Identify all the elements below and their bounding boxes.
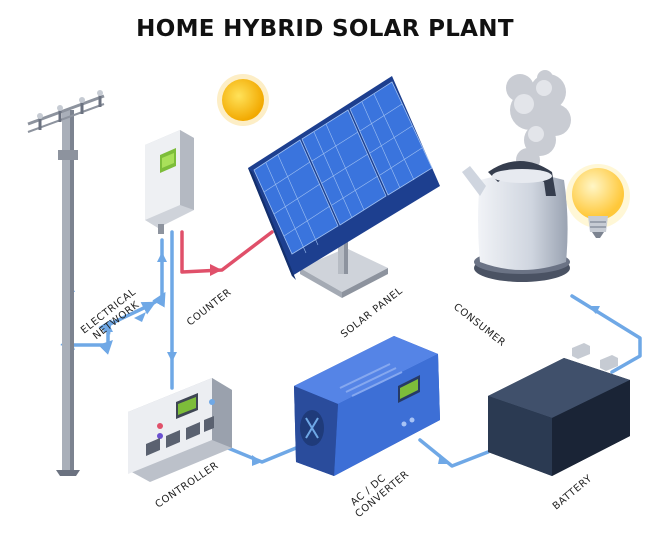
wire-panel-counter [180,230,274,274]
label-counter: COUNTER [185,287,234,328]
label-converter: AC / DC CONVERTER [346,460,412,520]
label-consumer: CONSUMER [451,302,507,349]
solar-panel-icon [248,76,440,298]
page-title: HOME HYBRID SOLAR PLANT [136,16,514,42]
meter-icon [145,130,194,234]
wire-arrows [65,252,600,466]
red-wire-arrow [210,264,222,276]
sun-icon [217,74,269,126]
label-battery: BATTERY [551,473,595,512]
label-electrical-network: ELECTRICAL NETWORK [79,284,149,345]
light-bulb-icon [566,164,630,238]
converter-icon [294,336,440,476]
utility-pole-icon [27,90,105,476]
wire-controller-converter [226,446,298,464]
kettle-icon [462,70,571,282]
wire-converter-battery [418,438,490,468]
controller-icon [128,378,232,482]
wire-battery-consumer [570,294,642,374]
battery-icon [488,343,630,476]
